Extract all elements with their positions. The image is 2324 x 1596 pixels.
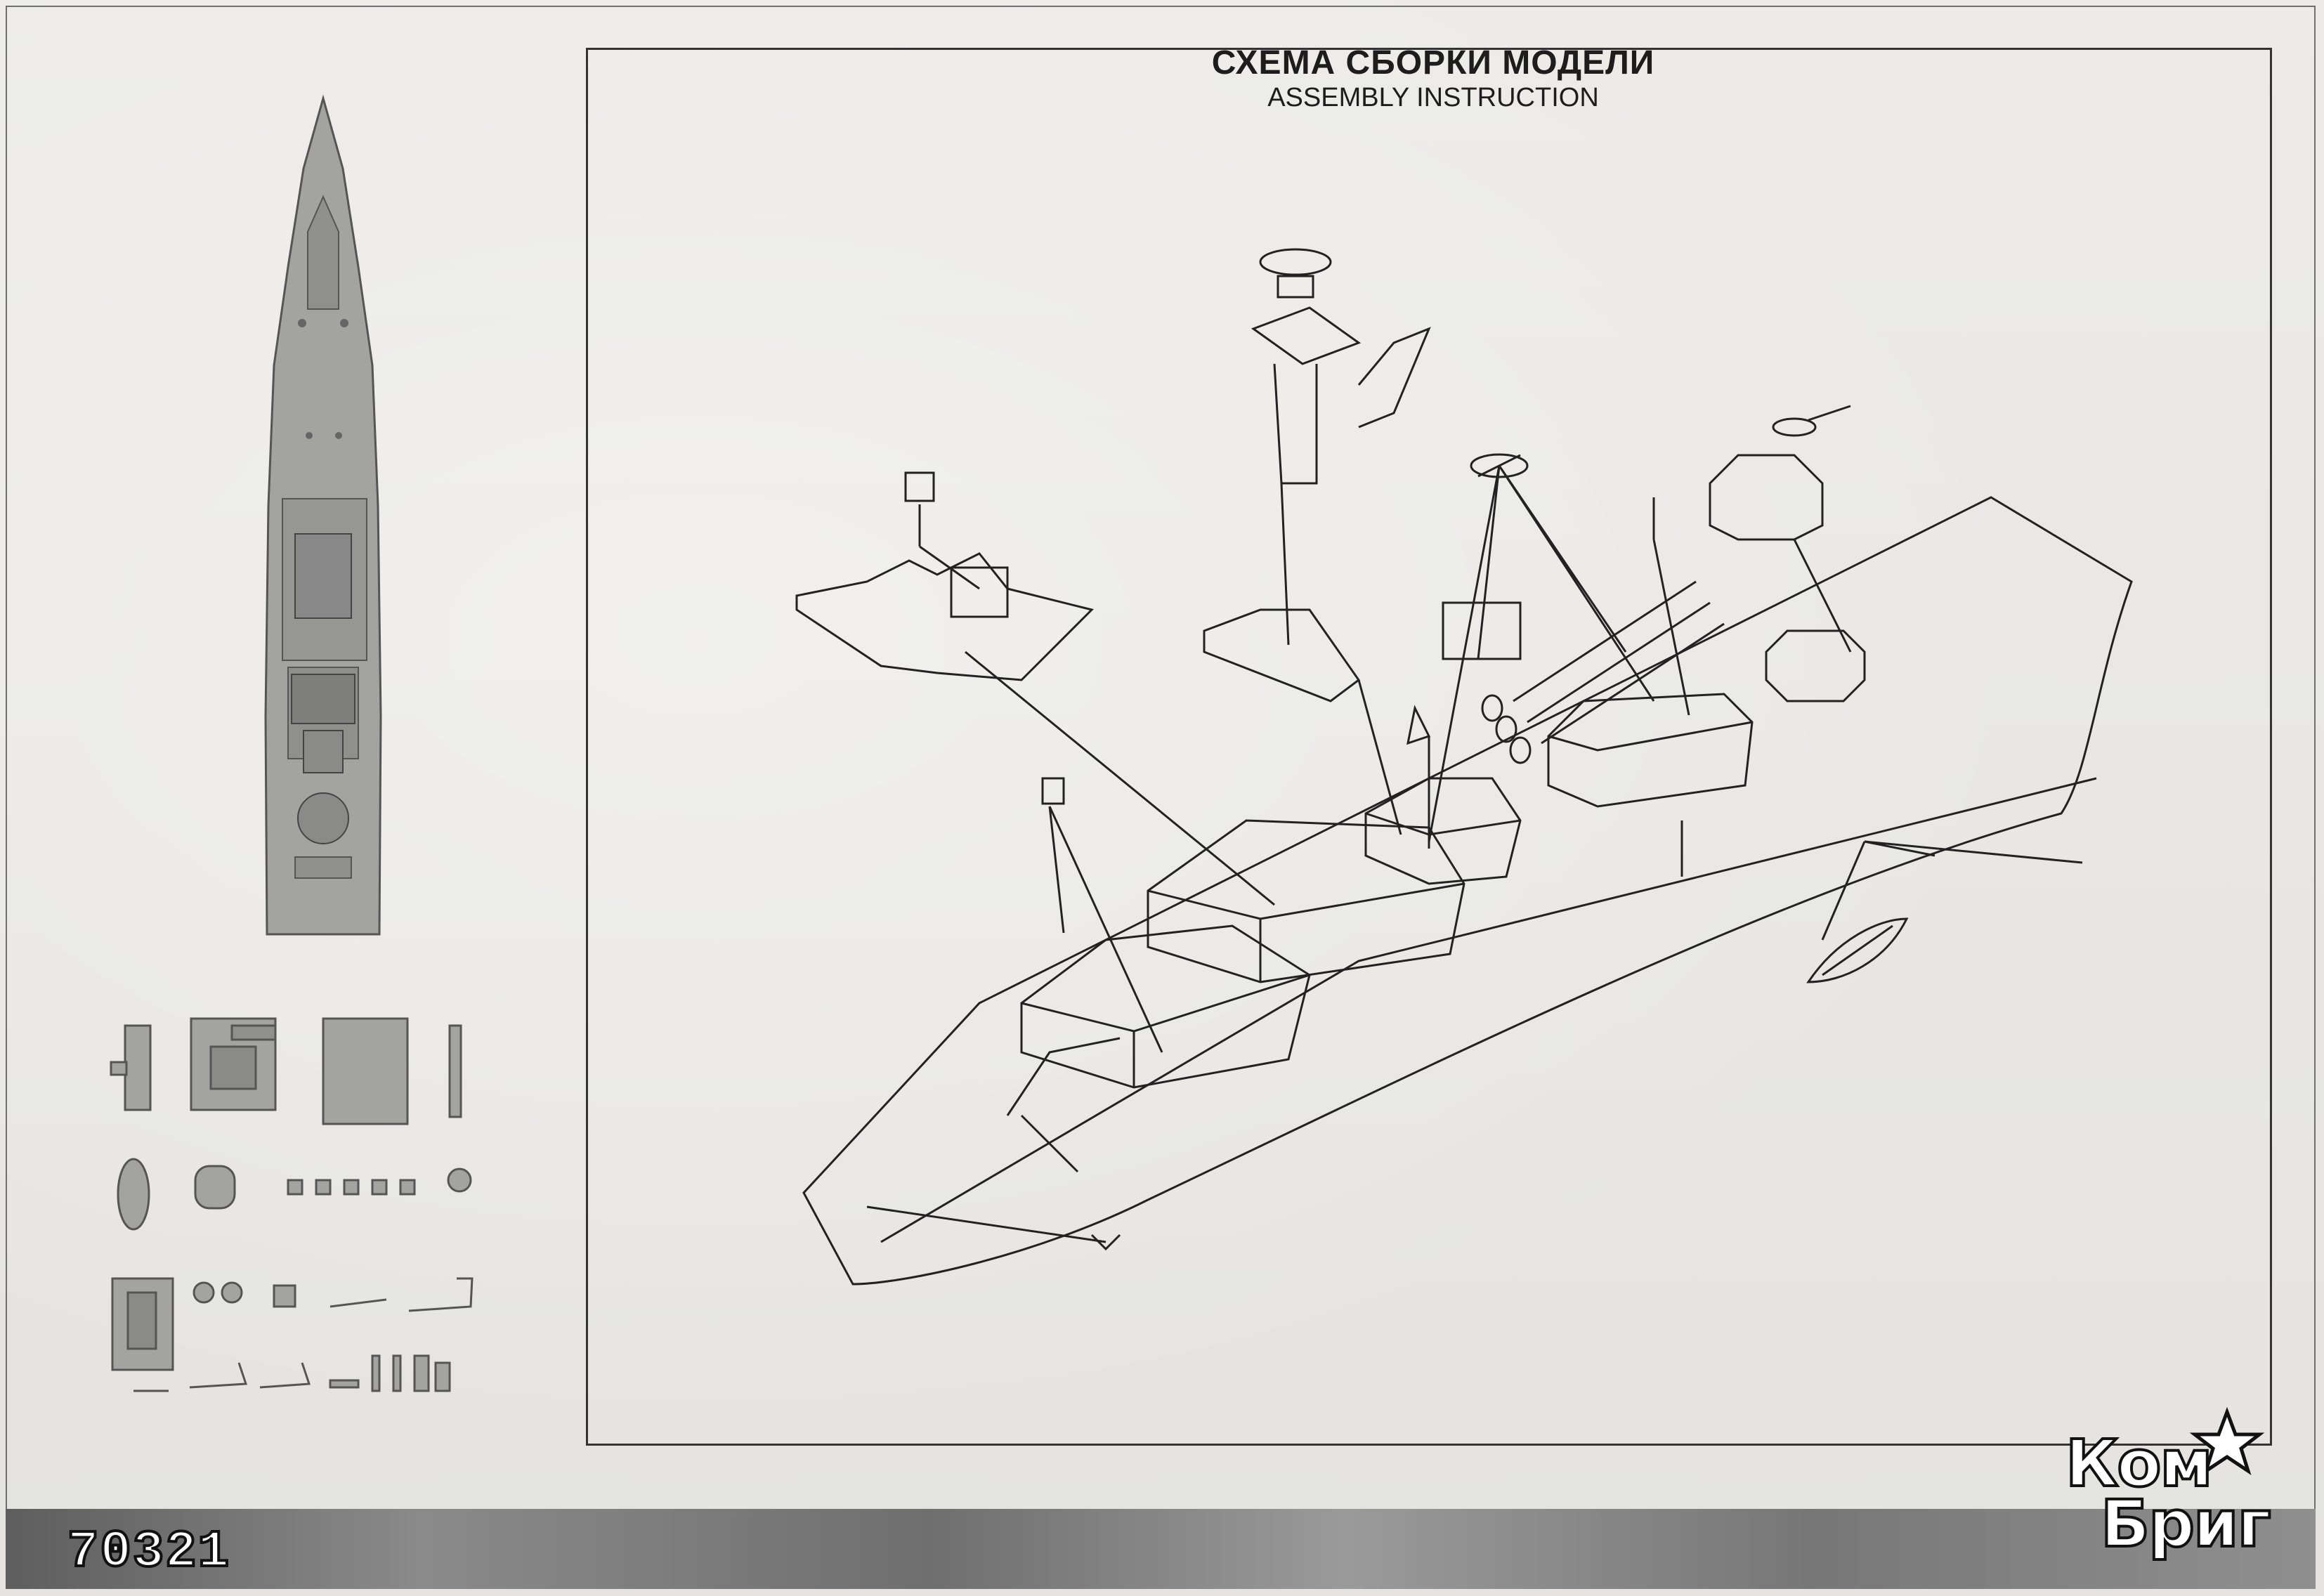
mid-block: [1364, 777, 1522, 885]
logo-word-1: Ком: [2064, 1425, 2214, 1503]
star-emblem-icon: [2189, 1406, 2265, 1476]
title-russian: СХЕМА СБОРКИ МОДЕЛИ: [1211, 44, 1655, 81]
kit-number: 70321: [66, 1522, 231, 1583]
forecastle: [1006, 1037, 1121, 1116]
kombrig-logo: Ком Бриг: [2051, 1398, 2290, 1566]
parts-sprue-icon: [110, 1017, 474, 1392]
assembly-frame: [586, 48, 2272, 1446]
logo-word-2: Бриг: [2099, 1485, 2273, 1563]
title-english: ASSEMBLY INSTRUCTION: [1267, 83, 1599, 112]
bridge-block: [1020, 924, 1311, 1089]
mast-platform: [1203, 608, 1361, 702]
ship-hull-top-view-icon: [264, 94, 382, 936]
superstructure-box: [1147, 819, 1465, 983]
bottom-strip: [6, 1509, 2316, 1589]
leader-lines: [866, 465, 2083, 1243]
exploded-ship-assembly-icon: [795, 248, 2133, 1286]
hull-outline: [802, 496, 2133, 1286]
aft-block: [1547, 693, 1754, 808]
missile-tubes: [1513, 580, 1725, 745]
bridge-platform: [795, 552, 1094, 681]
gun-mount: [1709, 454, 1824, 541]
boat: [1806, 917, 1909, 983]
parts-panel: [110, 94, 474, 1392]
